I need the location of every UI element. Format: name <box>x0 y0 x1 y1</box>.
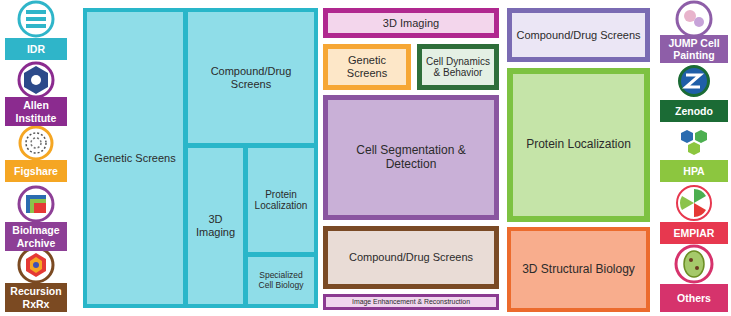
category-box: Genetic Screens <box>323 44 411 90</box>
repository-band: Figshare <box>5 160 67 182</box>
recursion-logo <box>19 248 53 282</box>
repository-name: EMPIAR <box>671 227 718 239</box>
repository-band: BioImage Archive <box>5 222 67 251</box>
repository-band: IDR <box>5 38 67 60</box>
bioimage-logo <box>19 187 53 221</box>
allen-logo <box>19 63 53 97</box>
repository-band: JUMP Cell Painting <box>660 35 728 63</box>
category-box: Compound/Drug Screens <box>507 8 650 62</box>
zenodo-logo <box>677 64 711 98</box>
others-logo <box>676 246 712 282</box>
category-label: Protein Localization <box>523 138 634 152</box>
repository-band: Others <box>660 284 728 312</box>
category-box: Cell Dynamics & Behavior <box>417 44 499 90</box>
category-box: Cell Segmentation & Detection <box>323 95 499 220</box>
category-label: 3D Structural Biology <box>519 263 638 277</box>
repository-name: Figshare <box>11 165 61 177</box>
repository-name: Zenodo <box>672 105 716 117</box>
category-label: Compound/Drug Screens <box>346 251 476 264</box>
category-label: Cell Dynamics & Behavior <box>422 56 494 79</box>
empiar-logo <box>677 186 711 220</box>
category-label: Compound/Drug Screens <box>513 29 643 42</box>
repository-band: Allen Institute <box>5 97 67 126</box>
repository-band: HPA <box>660 160 728 182</box>
category-box: 3D Structural Biology <box>507 227 650 312</box>
hpa-logo <box>677 125 711 159</box>
idr-logo <box>19 2 53 36</box>
repository-name: Allen Institute <box>5 99 67 123</box>
repository-name: Recursion RxRx <box>5 285 67 309</box>
category-label: Specialized Cell Biology <box>248 271 314 291</box>
category-box: 3D Imaging <box>323 8 499 38</box>
figshare-logo <box>20 127 52 159</box>
jump-logo <box>677 2 711 36</box>
repository-name: HPA <box>680 165 707 177</box>
repository-name: JUMP Cell Painting <box>660 37 728 61</box>
category-box: Genetic Screens <box>87 12 183 304</box>
repository-name: Others <box>674 292 714 304</box>
category-label: Compound/Drug Screens <box>188 65 314 90</box>
category-label: 3D Imaging <box>380 17 442 30</box>
category-label: Protein Localization <box>248 189 314 212</box>
repository-name: IDR <box>24 43 48 55</box>
category-box: Compound/Drug Screens <box>188 12 314 143</box>
category-box: Protein Localization <box>248 148 314 252</box>
category-label: Genetic Screens <box>328 54 406 79</box>
repository-band: Zenodo <box>660 100 728 122</box>
repository-band: Recursion RxRx <box>5 283 67 312</box>
category-box: 3D Imaging <box>188 148 243 304</box>
category-box: Compound/Drug Screens <box>323 226 499 289</box>
repository-name: BioImage Archive <box>5 224 67 248</box>
category-box: Specialized Cell Biology <box>248 257 314 304</box>
category-box: Image Enhancement & Reconstruction <box>323 294 499 310</box>
category-label: Genetic Screens <box>91 152 178 165</box>
category-label: Cell Segmentation & Detection <box>328 144 494 172</box>
category-box: Protein Localization <box>507 68 650 222</box>
repository-band: EMPIAR <box>660 222 728 244</box>
category-label: 3D Imaging <box>188 213 243 238</box>
category-label: Image Enhancement & Reconstruction <box>349 298 473 306</box>
